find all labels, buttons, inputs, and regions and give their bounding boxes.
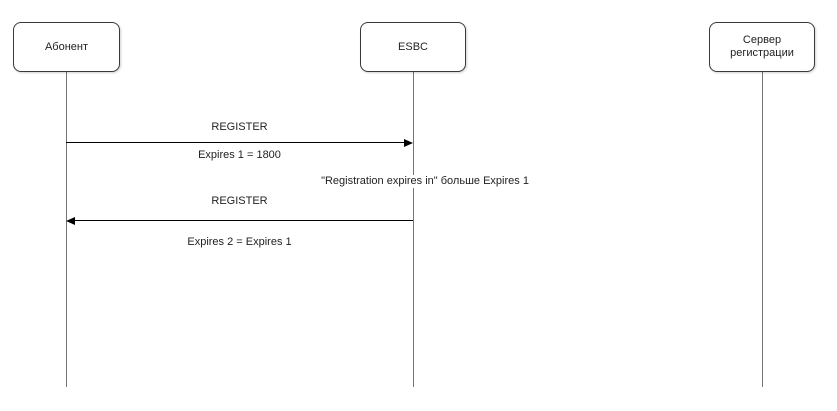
actor-box-esbc: ESBC [360,22,466,72]
message-register-2-label: REGISTER [211,195,268,207]
message-register-2-arrowhead-icon [66,217,75,225]
actor-label-esbc: ESBC [398,40,428,53]
message-register-2-line [74,220,413,221]
lifeline-esbc [413,72,414,387]
actor-label-registration-server: Сервер регистрации [730,34,794,59]
note-registration-expires: "Registration expires in" больше Expires… [305,175,545,188]
message-register-1-param: Expires 1 = 1800 [198,149,281,161]
message-register-1-arrowhead-icon [404,139,413,147]
actor-label-subscriber: Абонент [44,40,89,53]
lifeline-registration-server [762,72,763,387]
message-register-2-param: Expires 2 = Expires 1 [187,236,292,248]
message-register-1-line [66,142,405,143]
lifeline-subscriber [66,72,67,387]
message-register-1-label: REGISTER [211,121,268,133]
actor-box-subscriber: Абонент [13,22,120,72]
actor-box-registration-server: Сервер регистрации [709,22,815,72]
